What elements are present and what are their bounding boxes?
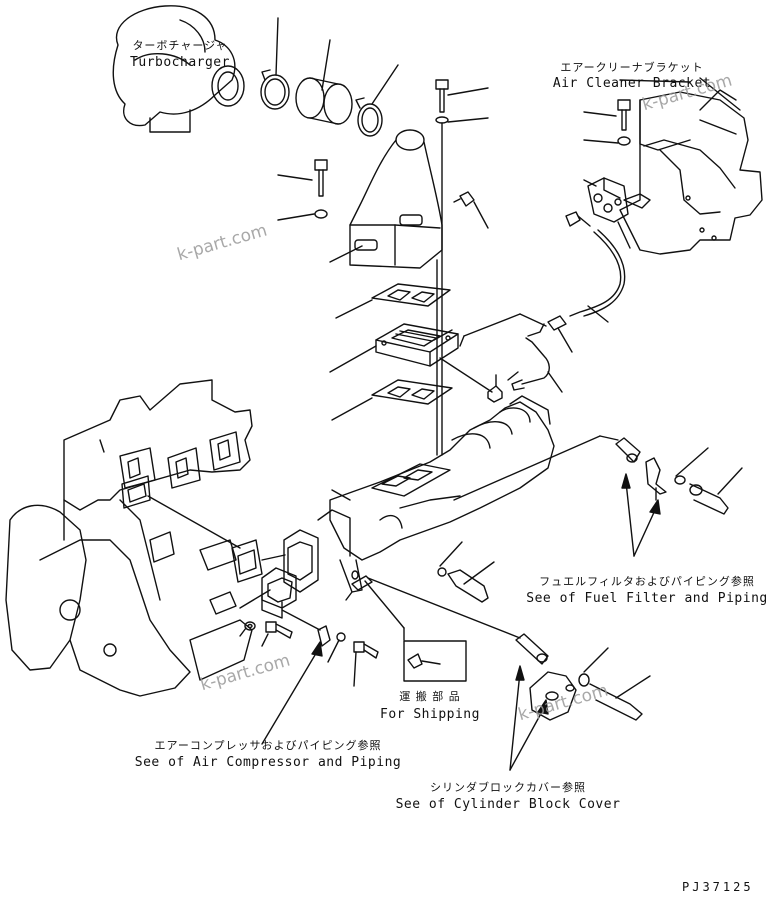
pipe-connector — [488, 372, 518, 402]
assembly-lines — [240, 555, 285, 608]
fuel-filter-label-jp: フュエルフィルタおよびパイピング参照 — [539, 575, 755, 588]
gasket-1 — [336, 284, 450, 318]
drawing-code: PJ37125 — [682, 880, 754, 894]
cylinder-cover-bracket — [530, 648, 650, 720]
fuel-filter-label: See of Fuel Filter and Piping — [526, 591, 768, 606]
air-cleaner-bracket-label: Air Cleaner Bracket — [552, 76, 712, 91]
support-bracket — [262, 596, 330, 646]
cylinder-block-cover-label-jp: シリンダブロックカバー参照 — [430, 781, 586, 794]
washer-bolt-lower-left — [240, 622, 378, 686]
hose-clamp-2 — [356, 65, 398, 136]
air-pipe — [512, 212, 625, 392]
air-compressor-label: See of Air Compressor and Piping — [134, 755, 402, 770]
cylinder-block-arrows — [510, 666, 548, 770]
bolt-left — [278, 160, 327, 220]
air-cleaner-bracket — [620, 78, 762, 254]
hose-clamp-1 — [261, 18, 289, 109]
rubber-hose — [296, 40, 352, 124]
fuel-filter-pipe — [454, 436, 640, 500]
washer-bolt-right — [675, 448, 742, 514]
turbocharger-label-jp: ターボチャージャ — [132, 39, 228, 52]
bolt-top-center — [436, 80, 488, 455]
gasket-2 — [332, 380, 452, 420]
leaders-misc — [434, 314, 546, 346]
washer-bolt-middle — [438, 542, 494, 602]
shipping-box — [404, 641, 466, 681]
air-compressor-arrow — [262, 642, 322, 744]
cylinder-cover-pipe — [368, 578, 548, 664]
fuel-filter-clip — [646, 458, 666, 500]
air-cleaner-bracket-label-jp: エアークリーナブラケット — [560, 61, 704, 74]
bracket-bolt — [584, 100, 630, 145]
air-compressor-label-jp: エアーコンプレッサおよびパイピング参照 — [154, 739, 382, 752]
stud — [454, 192, 488, 228]
turbocharger-part — [113, 6, 244, 132]
shipping-label: For Shipping — [380, 707, 480, 722]
fuel-filter-arrows — [622, 474, 660, 556]
shipping-label-jp: 運 搬 部 品 — [399, 690, 461, 703]
cylinder-block-cover-label: See of Cylinder Block Cover — [395, 797, 621, 812]
manifold-flanges — [262, 510, 350, 608]
exhaust-elbow — [330, 130, 442, 268]
shipping-nipple — [352, 576, 404, 640]
exhaust-manifold — [330, 396, 554, 600]
air-valve — [584, 178, 650, 248]
turbocharger-label: Turbocharger — [130, 55, 230, 70]
engine-block — [6, 380, 262, 696]
